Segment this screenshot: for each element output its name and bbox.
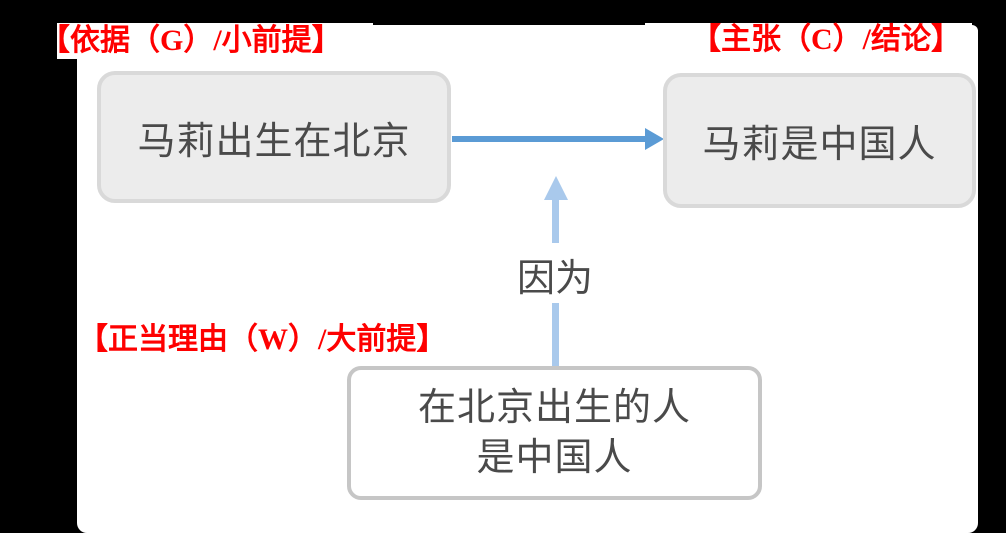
warrant-arrow-shaft-upper <box>552 199 559 243</box>
grounds-label-background <box>57 23 373 59</box>
warrant-annotation-label: 【正当理由（W）/大前提】 <box>78 323 447 356</box>
warrant-node-text: 在北京出生的人 是中国人 <box>418 383 691 483</box>
warrant-arrow-head-icon <box>544 176 568 200</box>
grounds-to-claim-arrow-head-icon <box>645 128 664 150</box>
warrant-node-line1: 在北京出生的人 <box>417 387 691 429</box>
claim-label-background <box>645 23 972 59</box>
grounds-node: 马莉出生在北京 <box>97 71 451 203</box>
grounds-to-claim-arrow-shaft <box>452 136 646 142</box>
grounds-annotation-label: 【依据（G）/小前提】 <box>40 24 342 57</box>
claim-annotation-label: 【主张（C）/结论】 <box>691 23 961 56</box>
claim-node-text: 马莉是中国人 <box>702 124 937 166</box>
warrant-arrow-shaft-lower <box>552 303 559 366</box>
grounds-node-text: 马莉出生在北京 <box>137 120 411 163</box>
claim-node: 马莉是中国人 <box>663 73 976 208</box>
warrant-node: 在北京出生的人 是中国人 <box>347 366 762 500</box>
because-connector-label: 因为 <box>516 258 593 300</box>
warrant-node-line2: 是中国人 <box>476 437 633 479</box>
